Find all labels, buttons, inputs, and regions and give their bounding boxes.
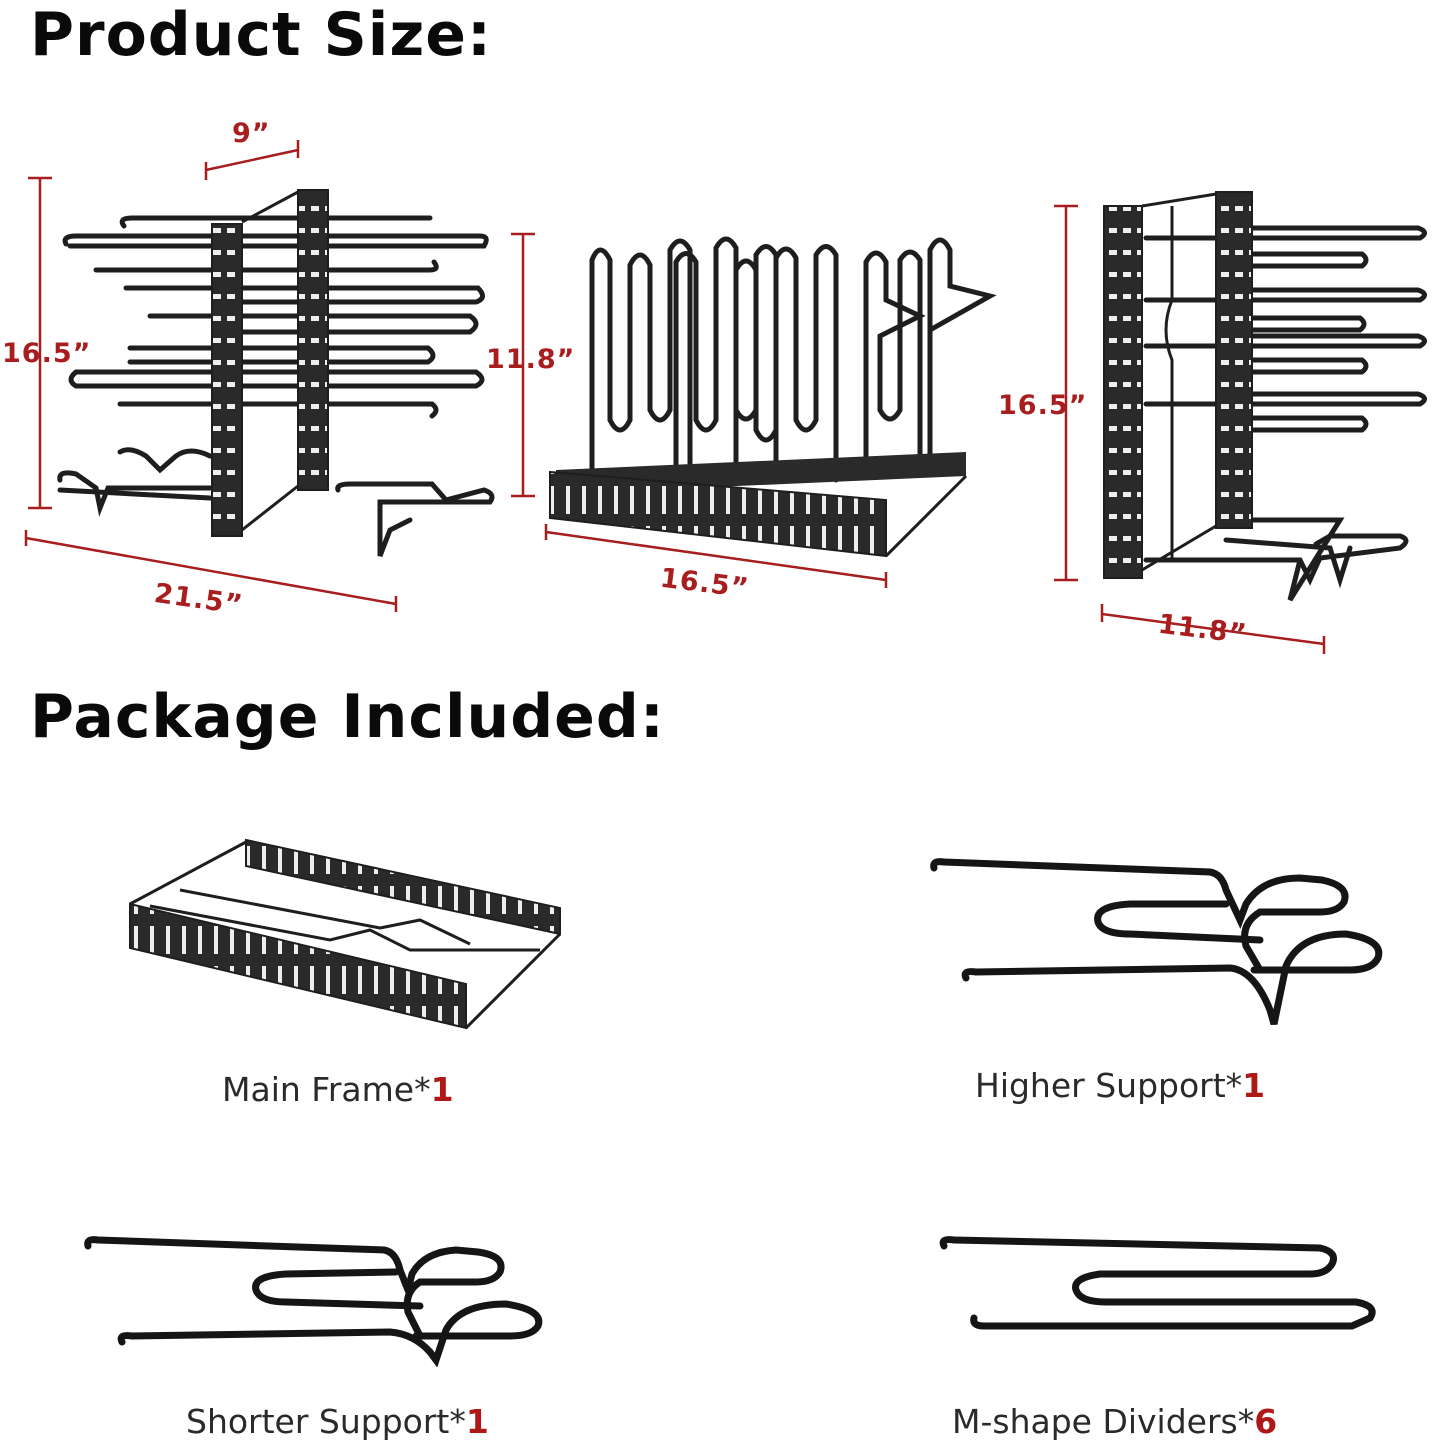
caption-m-shape-dividers: M-shape Dividers*6 <box>952 1402 1277 1441</box>
higher-support-image[interactable] <box>930 858 1383 1025</box>
rack-view-dividers <box>549 236 997 558</box>
item-name: Higher Support* <box>975 1066 1243 1105</box>
rack-view-front <box>57 189 495 557</box>
m-shape-divider-image[interactable] <box>939 1236 1376 1330</box>
caption-shorter-support: Shorter Support*1 <box>186 1402 489 1441</box>
dim-view3-height: 16.5” <box>998 390 1088 421</box>
rack-view-side <box>1103 191 1427 602</box>
shorter-support-image[interactable] <box>84 1236 543 1368</box>
main-frame-image <box>129 838 562 1030</box>
item-qty: 1 <box>465 1402 489 1441</box>
product-size-heading: Product Size: <box>30 0 492 70</box>
caption-higher-support: Higher Support*1 <box>975 1066 1265 1105</box>
caption-main-frame: Main Frame*1 <box>222 1070 454 1109</box>
item-name: M-shape Dividers* <box>952 1402 1255 1441</box>
dimension-lines <box>24 140 1326 654</box>
package-included-heading: Package Included: <box>30 682 665 752</box>
dim-view1-depth: 9” <box>232 118 271 149</box>
item-qty: 1 <box>1242 1066 1266 1105</box>
item-qty: 1 <box>430 1070 454 1109</box>
item-qty: 6 <box>1254 1402 1278 1441</box>
item-name: Main Frame* <box>222 1070 431 1109</box>
dim-view2-height: 11.8” <box>486 344 576 375</box>
dim-view1-height: 16.5” <box>2 338 92 369</box>
item-name: Shorter Support* <box>186 1402 466 1441</box>
